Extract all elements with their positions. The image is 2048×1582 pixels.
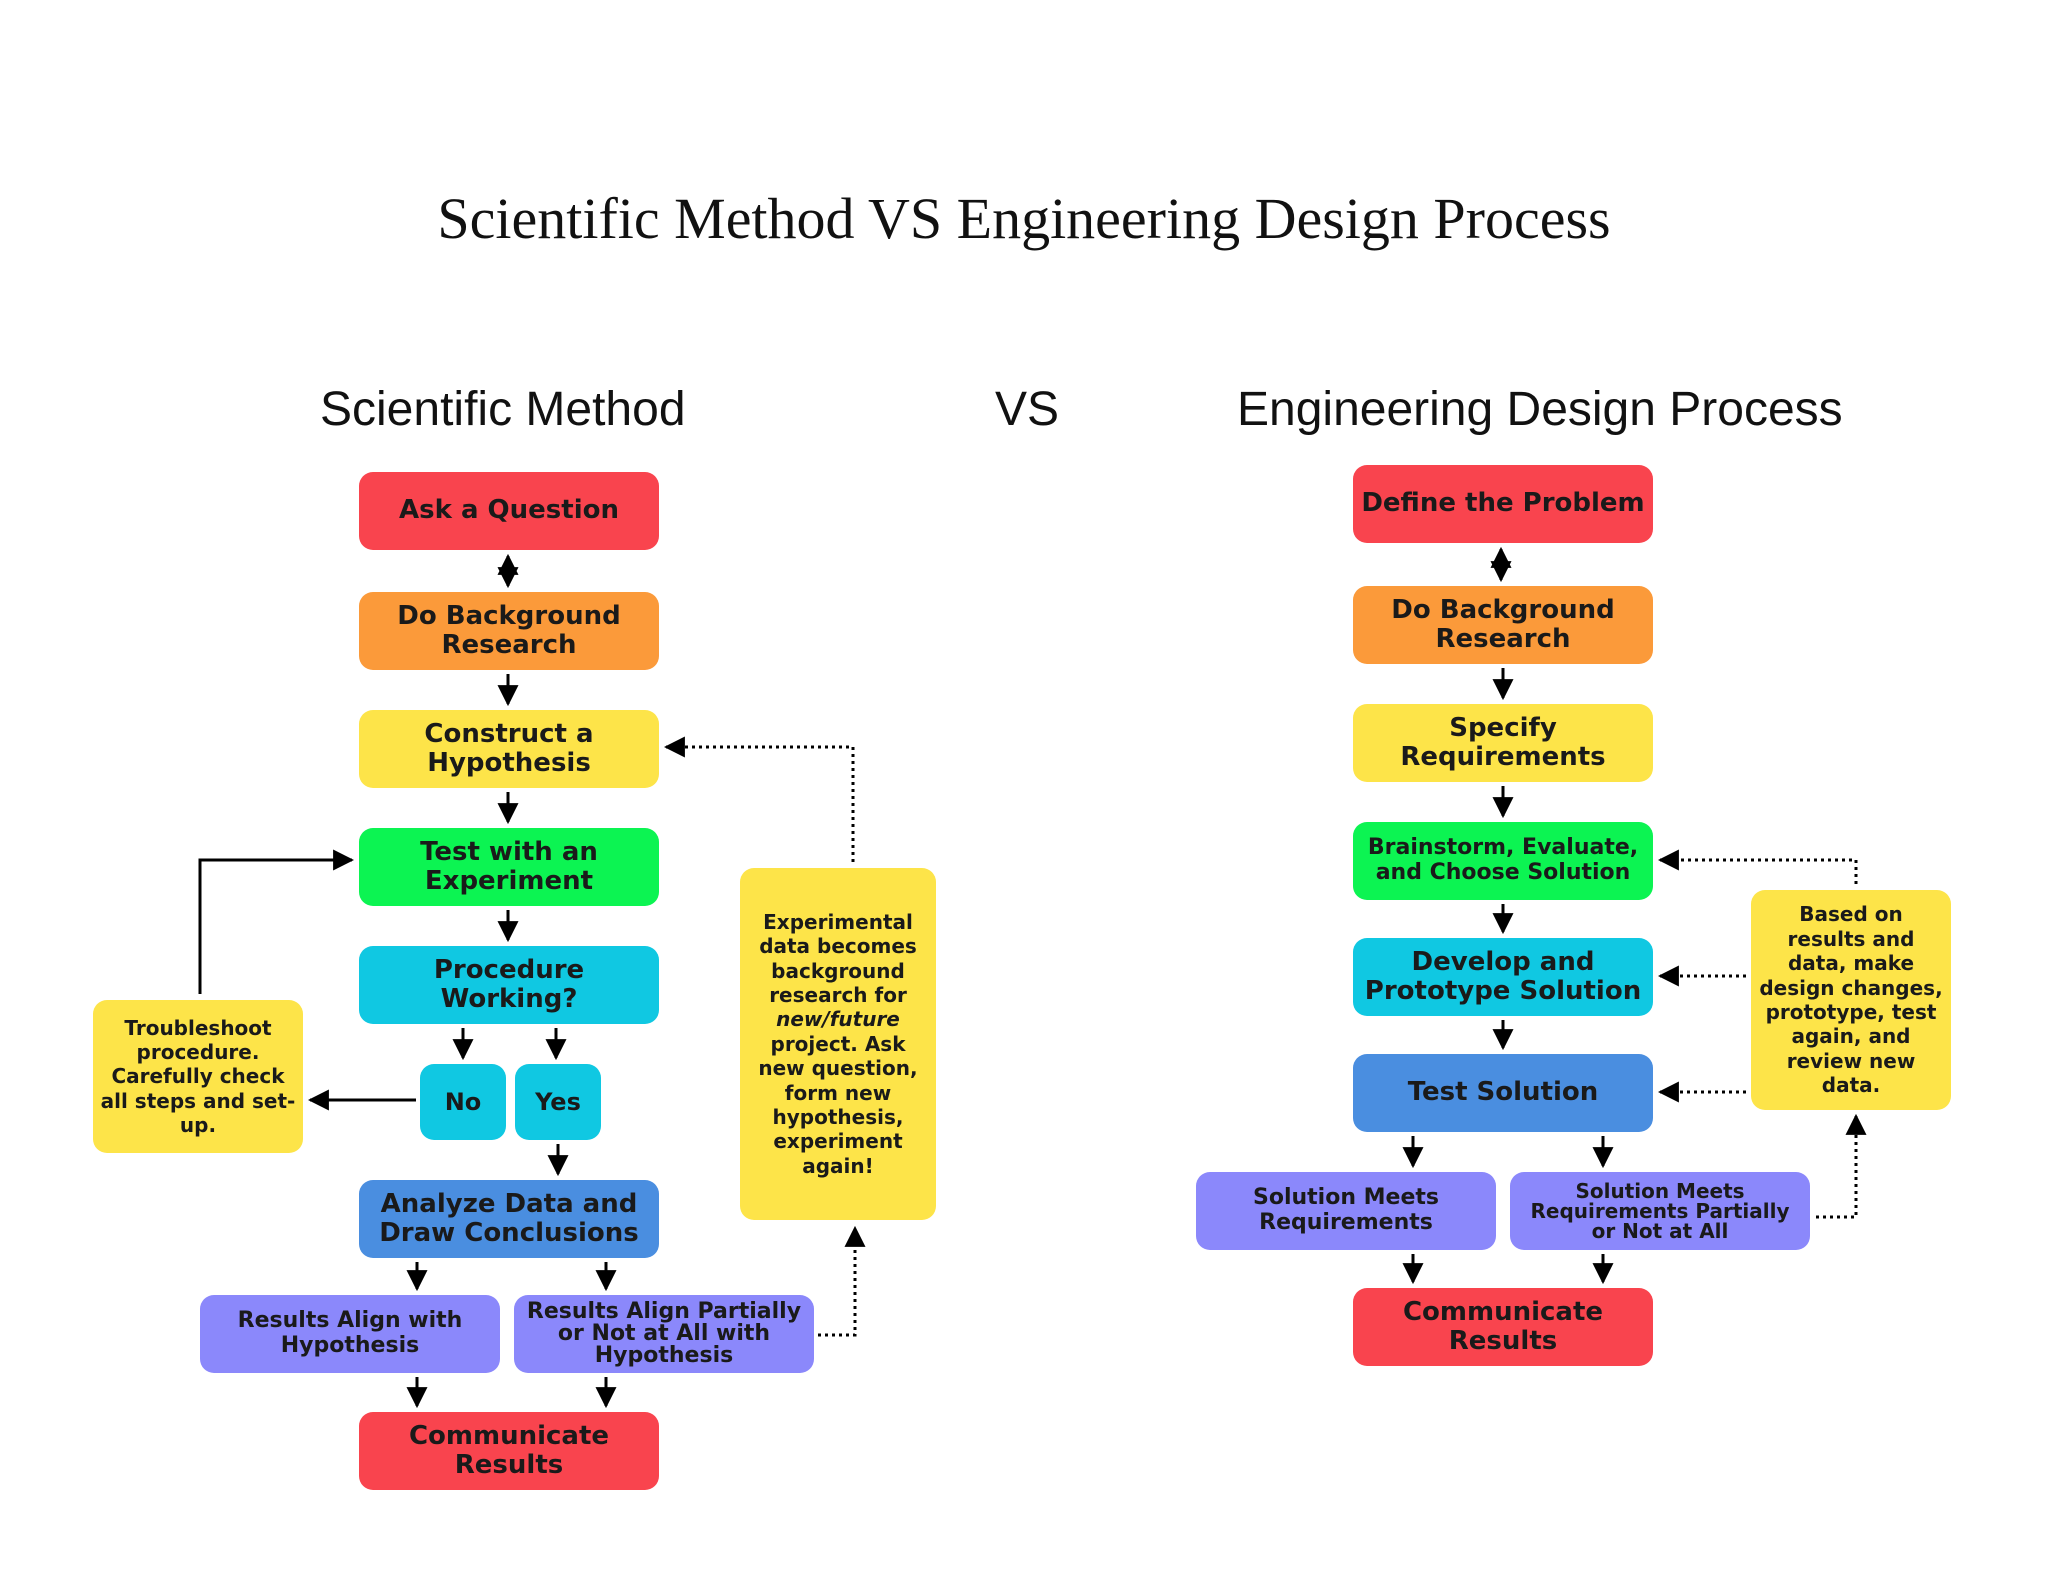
engineering-design-heading: Engineering Design Process	[1237, 383, 1843, 436]
specify-requirements-step: Specify Requirements	[1353, 704, 1653, 782]
eng-background-research-step: Do Background Research	[1353, 586, 1653, 664]
no-branch: No	[420, 1064, 506, 1140]
brainstorm-step: Brainstorm, Evaluate, and Choose Solutio…	[1353, 822, 1653, 900]
engineering-feedback-note: Based on results and data, make design c…	[1751, 890, 1951, 1110]
feedback-text-italic: new/future	[776, 1007, 900, 1032]
arrow-troubleshoot-experiment	[198, 849, 355, 994]
results-partial-outcome: Results Align Partially or Not at All wi…	[514, 1295, 814, 1373]
troubleshoot-note: Troubleshoot procedure. Carefully check …	[93, 1000, 303, 1153]
scientific-method-heading: Scientific Method	[320, 383, 686, 436]
solution-meets-outcome: Solution Meets Requirements	[1196, 1172, 1496, 1250]
vs-heading: VS	[995, 383, 1060, 436]
dotted-partial-feedback	[818, 1225, 866, 1337]
ask-question-step: Ask a Question	[359, 472, 659, 550]
background-research-step: Do Background Research	[359, 592, 659, 670]
construct-hypothesis-step: Construct a Hypothesis	[359, 710, 659, 788]
page-title: Scientific Method VS Engineering Design …	[437, 186, 1611, 251]
develop-prototype-step: Develop and Prototype Solution	[1353, 938, 1653, 1016]
dotted-feedback-brainstorm	[1657, 849, 1858, 884]
dotted-eng-partial-feedback	[1816, 1113, 1867, 1219]
yes-branch: Yes	[515, 1064, 601, 1140]
results-align-outcome: Results Align with Hypothesis	[200, 1295, 500, 1373]
test-solution-step: Test Solution	[1353, 1054, 1653, 1132]
feedback-text-end: project. Ask new question, form new hypo…	[758, 1031, 918, 1178]
communicate-results-step: Communicate Results	[359, 1412, 659, 1490]
solution-partial-outcome: Solution Meets Requirements Partially or…	[1510, 1172, 1810, 1250]
dotted-feedback-hypothesis	[663, 736, 855, 862]
feedback-text-start: Experimental data becomes background res…	[759, 909, 917, 1008]
test-experiment-step: Test with an Experiment	[359, 828, 659, 906]
scientific-feedback-note: Experimental data becomes background res…	[740, 868, 936, 1220]
define-problem-step: Define the Problem	[1353, 465, 1653, 543]
procedure-working-decision: Procedure Working?	[359, 946, 659, 1024]
eng-communicate-results-step: Communicate Results	[1353, 1288, 1653, 1366]
analyze-data-step: Analyze Data and Draw Conclusions	[359, 1180, 659, 1258]
